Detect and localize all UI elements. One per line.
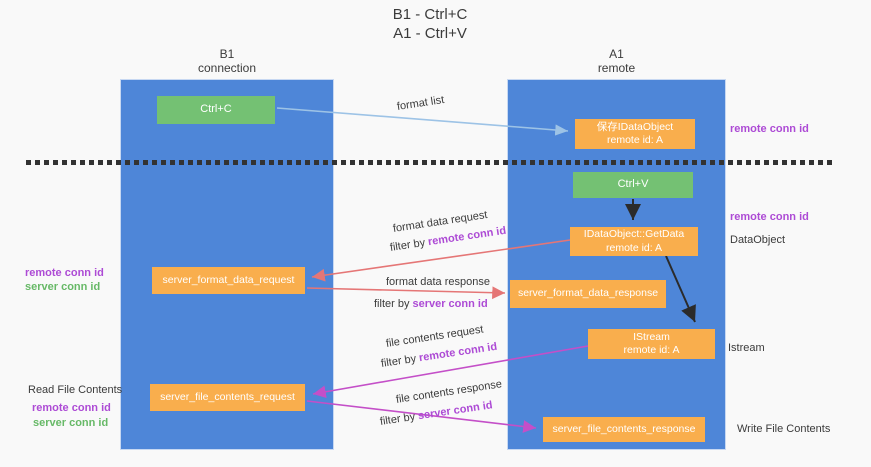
- left-server-conn-id-1: server conn id: [25, 281, 101, 293]
- lifeline-b1-role: connection: [197, 60, 257, 75]
- server-format-data-response-label: server_format_data_response: [517, 287, 659, 300]
- left-remote-conn-id-2: remote conn id: [32, 402, 111, 414]
- lifeline-header-a1: A1 remote: [507, 47, 726, 76]
- left-remote-conn-id-1: remote conn id: [25, 267, 104, 279]
- server-conn-id-text: server conn id: [412, 298, 488, 310]
- istream-box: IStream remote id: A: [588, 329, 715, 359]
- lifeline-a1-role: remote: [597, 60, 636, 75]
- right-istream-label: Istream: [728, 342, 765, 354]
- right-write-file-contents-label: Write File Contents: [737, 423, 831, 435]
- title-line-1: B1 - Ctrl+C: [392, 6, 468, 23]
- lifeline-header-b1: B1 connection: [120, 47, 334, 76]
- ctrl-v-label: Ctrl+V: [617, 178, 649, 191]
- ctrl-v-event-box: Ctrl+V: [573, 172, 693, 198]
- left-read-file-contents-label: Read File Contents: [28, 384, 123, 396]
- right-remote-conn-id-2: remote conn id: [730, 211, 809, 223]
- format-list-label: format list: [396, 94, 446, 113]
- ctrl-c-event-box: Ctrl+C: [157, 96, 275, 124]
- title-line-2: A1 - Ctrl+V: [393, 24, 467, 42]
- server-format-data-request-box: server_format_data_request: [152, 267, 305, 294]
- istream-line1: IStream: [633, 330, 670, 343]
- istream-remote-id: remote id: A: [623, 344, 680, 356]
- save-idataobject-remote-id: remote id: A: [606, 134, 664, 146]
- save-idataobject-line1: 保存IDataObject: [596, 120, 674, 133]
- server-file-contents-response-label: server_file_contents_response: [552, 422, 696, 435]
- server-file-contents-response-box: server_file_contents_response: [543, 417, 705, 442]
- filter-by-text: filter by: [379, 410, 416, 428]
- remote-conn-id-text: remote conn id: [427, 224, 507, 249]
- getdata-remote-id: remote id: A: [605, 241, 663, 254]
- phase-divider-dashed-line: [26, 160, 833, 165]
- save-idataobject-box: 保存IDataObject remote id: A: [575, 119, 695, 149]
- left-server-conn-id-2: server conn id: [33, 417, 109, 429]
- ctrl-c-label: Ctrl+C: [200, 103, 232, 116]
- filter-by-text: filter by: [380, 352, 417, 370]
- lifeline-a1-name: A1: [609, 47, 624, 61]
- server-conn-id-text: server conn id: [417, 399, 494, 423]
- right-dataobject-label: DataObject: [730, 234, 786, 246]
- server-file-contents-request-label: server_file_contents_request: [160, 390, 295, 403]
- remote-conn-id-text: remote conn id: [418, 340, 498, 365]
- format-data-response-label: format data response: [386, 276, 490, 288]
- server-format-data-request-label: server_format_data_request: [162, 273, 295, 286]
- server-format-data-response-box: server_format_data_response: [510, 280, 666, 308]
- filter-by-text: filter by: [389, 236, 426, 254]
- diagram-title: B1 - Ctrl+C A1 - Ctrl+V: [0, 6, 860, 44]
- server-file-contents-request-box: server_file_contents_request: [150, 384, 305, 411]
- format-data-response-arrow: [306, 286, 506, 300]
- filter-by-text: filter by: [374, 298, 410, 310]
- right-remote-conn-id-1: remote conn id: [730, 123, 809, 135]
- lifeline-b1-name: B1: [219, 47, 235, 61]
- getdata-line1: IDataObject::GetData: [583, 228, 685, 241]
- idataobject-getdata-box: IDataObject::GetData remote id: A: [570, 227, 698, 256]
